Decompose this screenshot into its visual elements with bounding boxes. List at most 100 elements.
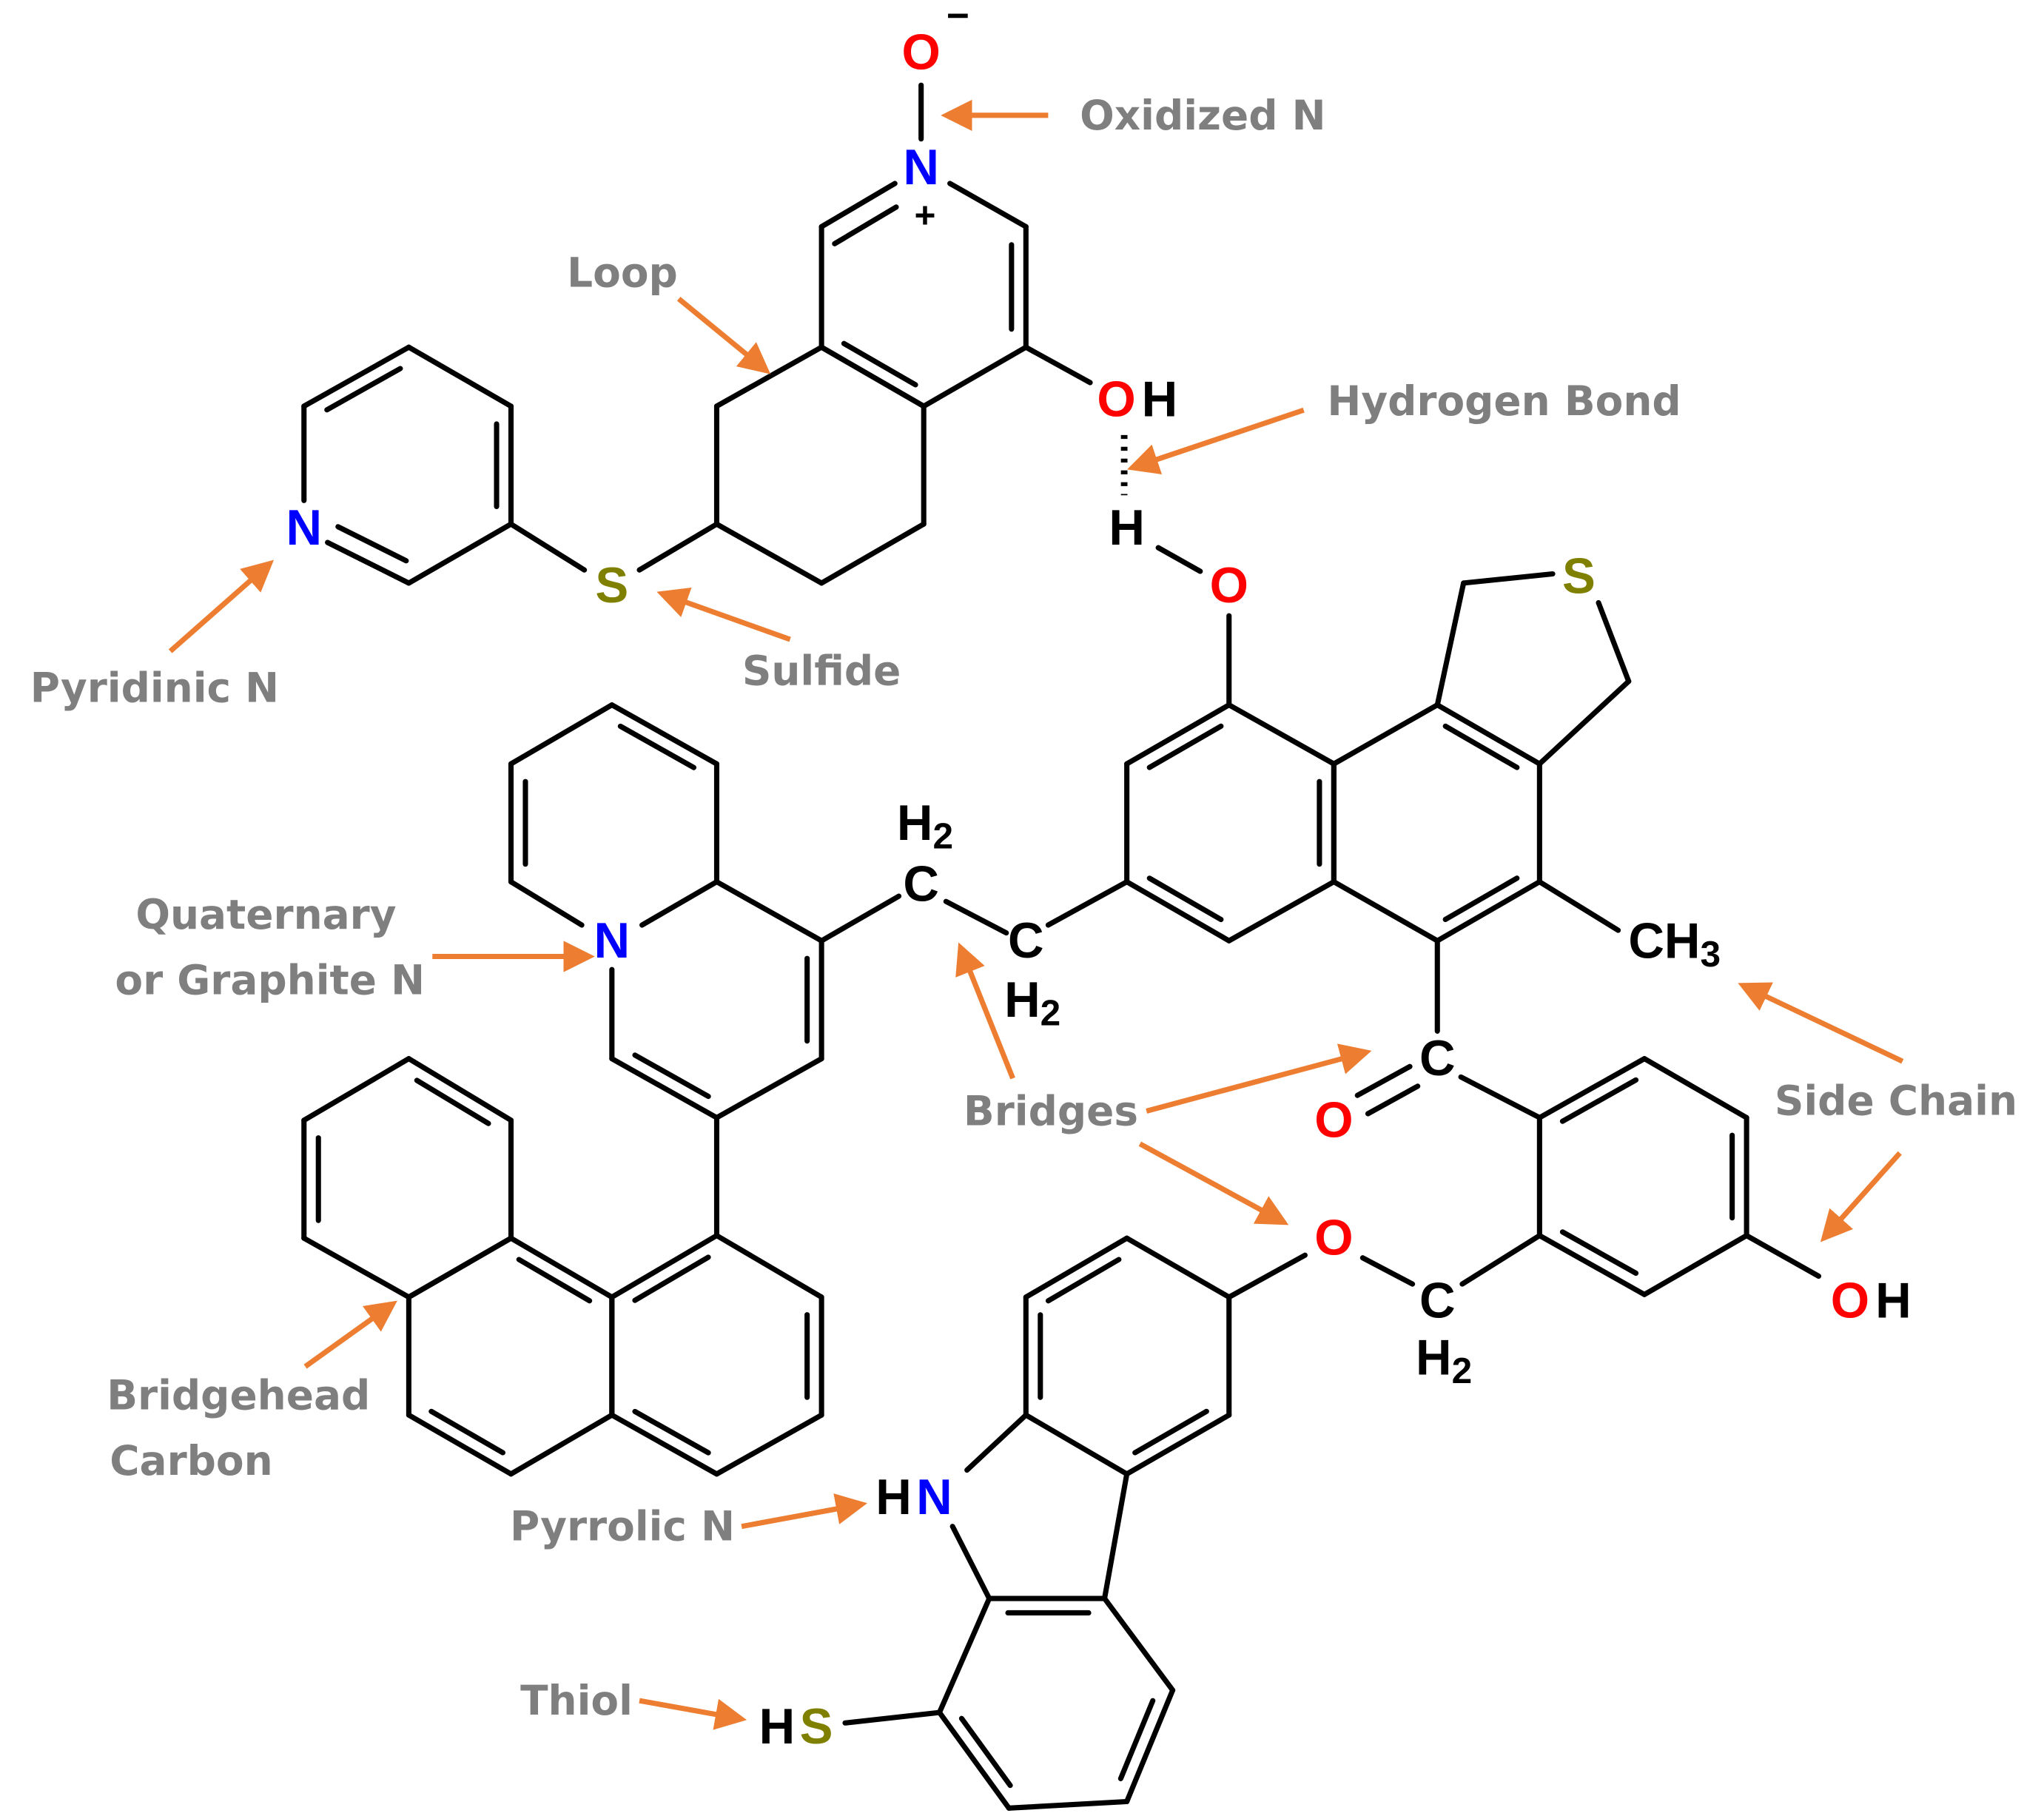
bridge-bond: [818, 893, 902, 944]
carbazole-ring-b-double-bond: [958, 1715, 1013, 1789]
naphthalene-ring-b-bond: [1331, 702, 1440, 767]
saturated-ring-bond: [713, 521, 824, 586]
phenanthrene-ring-a-bond: [713, 1233, 824, 1300]
label-bridgehead-line1: Bridgehead: [107, 1372, 370, 1419]
aryl-ch2-bond: [1459, 1233, 1542, 1287]
phenanthrene-ring-c-bond: [406, 1056, 514, 1123]
phenanthrene-ring-c-bond: [301, 1235, 411, 1300]
thiophane-bond: [1536, 679, 1632, 767]
charge-minus: −: [947, 0, 969, 38]
label-pyrrolic-n: Pyrrolic N: [510, 1503, 735, 1550]
thiophane-bond: [1596, 599, 1632, 685]
thiophane-bond: [1461, 571, 1556, 586]
carbazole-ring-b-double-bond: [1117, 1698, 1156, 1782]
phenanthrene-ring-b-bond: [508, 1412, 615, 1477]
atom-bridge1-h2: H2: [897, 795, 953, 856]
label-sulfide: Sulfide: [742, 648, 901, 695]
label-hydrogen-bond: Hydrogen Bond: [1327, 377, 1681, 425]
naphthalene-ring-a-bond: [1226, 702, 1337, 767]
atom-bridge2-h2: H2: [1004, 972, 1060, 1033]
phenanthrene-ring-c-double-bond: [414, 1077, 491, 1126]
atom-o-ether-top: O: [1210, 558, 1248, 613]
naphthalene-ring-a-bond: [1124, 879, 1232, 944]
arrow-pyridinic-n: [168, 559, 275, 653]
saturated-ring-bond: [818, 521, 927, 586]
naphthalene-ring-b-double-bond: [1442, 875, 1520, 923]
atom-hs-h: H: [759, 1699, 796, 1755]
c-s-bond: [636, 521, 720, 573]
label-quaternary-line1: Quaternary: [135, 891, 396, 938]
phenanthrene-ring-b-bond: [508, 1235, 615, 1300]
pyrrole-bond: [964, 1412, 1029, 1473]
arrow-loop: [676, 296, 771, 374]
pyridine-ring-bond: [325, 539, 411, 586]
n-oxide-ring-double-bond: [832, 204, 899, 246]
arrow-pyrrolic-n: [741, 1493, 867, 1530]
quinolizine-ring-b-bond: [713, 879, 824, 944]
atom-quaternary-n: N: [594, 913, 631, 969]
phenanthrene-ring-a-double-bond: [632, 1408, 711, 1456]
carbazole-ring-a-bond: [1124, 1412, 1232, 1477]
carbazole-ring-a-double-bond: [1132, 1408, 1209, 1456]
label-bridges: Bridges: [964, 1087, 1138, 1134]
quinolizine-ring-b-bond: [609, 1056, 720, 1120]
phenanthrene-ring-a-bond: [609, 1233, 720, 1300]
label-side-chain: Side Chain: [1775, 1077, 2017, 1124]
carbazole-ring-a-double-bond: [1045, 1257, 1122, 1304]
naphthalene-ring-b-bond: [1434, 702, 1542, 767]
pyridine-ring-bond: [406, 521, 514, 586]
naphthalene-ring-a-bond: [1124, 702, 1232, 767]
charge-plus: +: [915, 194, 936, 235]
arrow-bridges-3: [955, 942, 1015, 1080]
label-oxidized-n: Oxidized N: [1080, 92, 1325, 139]
n-oxide-ring-bond: [818, 181, 898, 229]
pyridine-ring-bond: [406, 344, 514, 409]
ch2-o-bond: [1359, 1255, 1416, 1287]
pyridine-ring-bond: [301, 344, 411, 409]
n-oxide-ring-bond: [947, 181, 1029, 229]
c-sh-bond: [842, 1709, 942, 1726]
arrow-hydrogen-bond: [1127, 407, 1305, 474]
phenanthrene-ring-a-double-bond: [632, 1254, 711, 1303]
phenol-ring-bond: [1536, 1056, 1647, 1120]
phenanthrene-ring-c-bond: [301, 1056, 411, 1123]
carbazole-ring-b-bond: [936, 1709, 1012, 1811]
pyridine-ring-double-bond: [335, 524, 409, 564]
atom-s-thiophane: S: [1562, 549, 1596, 605]
s-c-bond: [508, 521, 588, 573]
atom-n-plus: N: [903, 140, 939, 195]
phenanthrene-ring-b-double-bond: [516, 1257, 593, 1304]
carbonyl-aryl-bond: [1458, 1074, 1542, 1120]
pyrrole-bond: [1102, 1471, 1130, 1601]
atom-carbonyl-c: C: [1419, 1031, 1456, 1086]
phenanthrene-ring-c-bond: [406, 1235, 514, 1300]
naphthalene-ring-b-bond: [1434, 879, 1542, 944]
c-ch3-bond: [1536, 879, 1621, 933]
arrow-bridges-1: [1146, 1043, 1372, 1114]
phenanthrene-ring-a-bond: [609, 1412, 720, 1477]
quinolizine-ring-a-bond: [609, 702, 720, 767]
naphthalene-ring-b-double-bond: [1442, 723, 1520, 770]
label-bridgehead-line2: Carbon: [110, 1437, 272, 1484]
annotation-arrows: [168, 99, 1904, 1730]
quinolizine-ring-bond: [508, 879, 585, 928]
bridge-bond: [943, 898, 1009, 936]
carbazole-ring-b-bond: [1102, 1595, 1176, 1693]
saturated-ring-bond: [713, 344, 824, 409]
pyrrole-bond: [949, 1524, 992, 1601]
atom-ch2-c: C: [1419, 1274, 1456, 1329]
carbazole-ring-a-bond: [1023, 1412, 1130, 1477]
atom-hn-h: H: [875, 1470, 912, 1525]
bonds: [301, 82, 1822, 1811]
thiophane-bond: [1434, 580, 1467, 708]
atom-hn-n: N: [916, 1470, 952, 1525]
label-quaternary-line2: or Graphite N: [115, 956, 425, 1003]
arrow-bridgehead: [303, 1300, 397, 1369]
phenol-ring-bond: [1536, 1233, 1647, 1297]
pyridine-ring-double-bond: [324, 366, 403, 413]
label-loop: Loop: [567, 249, 678, 296]
atom-oh-right-o: O: [1831, 1274, 1869, 1329]
label-pyridinic-n: Pyridinic N: [30, 665, 279, 712]
carbazole-ring-b-bond: [1124, 1687, 1176, 1805]
atom-oh-right-h: H: [1875, 1274, 1912, 1329]
